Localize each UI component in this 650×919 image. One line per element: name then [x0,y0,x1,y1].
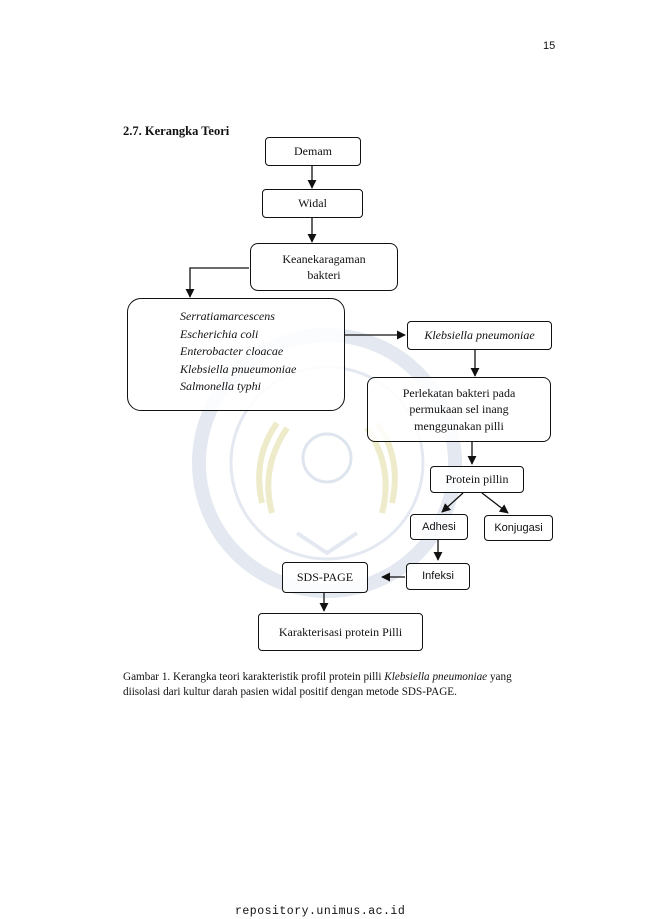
section-heading: 2.7. Kerangka Teori [123,124,230,138]
node-widal-label: Widal [298,196,327,211]
caption-text-end: yang diisolasi dari kultur darah pasien … [123,671,512,698]
node-bacteria-list: Serratiamarcescens Escherichia coli Ente… [127,298,345,411]
node-sds-page: SDS-PAGE [282,562,368,593]
arrow-protein-konjugasi [481,492,509,514]
bacteria-item: Klebsiella pnueumoniae [180,361,297,376]
bacteria-item: Enterobacter cloacae [180,344,284,359]
figure-caption: Gambar 1. Kerangka teori karakteristik p… [123,670,543,700]
bacteria-item: Salmonella typhi [180,379,261,394]
node-demam: Demam [265,137,361,166]
node-widal: Widal [262,189,363,218]
bacteria-item: Escherichia coli [180,326,259,341]
node-sds-page-label: SDS-PAGE [296,570,354,585]
node-perlekatan-label: Perlekatan bakteri pada permukaan sel in… [402,386,516,433]
node-konjugasi: Konjugasi [484,515,553,541]
node-konjugasi-label: Konjugasi [494,521,543,534]
node-perlekatan: Perlekatan bakteri pada permukaan sel in… [367,377,551,442]
node-klebsiella-label: Klebsiella pneumoniae [424,328,535,343]
node-adhesi-label: Adhesi [422,520,456,533]
node-adhesi: Adhesi [410,514,468,540]
node-keanekaragaman: Keanekaragaman bakteri [250,243,398,291]
node-klebsiella: Klebsiella pneumoniae [407,321,552,350]
node-karakterisasi-label: Karakterisasi protein Pilli [278,624,403,639]
arrow-keanekaragaman-list [185,267,249,298]
node-infeksi-label: Infeksi [422,570,454,583]
caption-species: Klebsiella pneumoniae [384,671,488,683]
node-keanekaragaman-label: Keanekaragaman bakteri [282,251,366,282]
page-number: 15 [543,40,556,52]
node-protein-pillin: Protein pillin [430,466,524,493]
node-protein-pillin-label: Protein pillin [445,472,509,487]
node-karakterisasi: Karakterisasi protein Pilli [258,613,423,651]
repository-footer: repository.unimus.ac.id [235,905,406,918]
bacteria-item: Serratiamarcescens [180,309,275,323]
caption-text: Gambar 1. Kerangka teori karakteristik p… [123,671,385,683]
node-demam-label: Demam [294,144,332,159]
arrow-protein-adhesi [441,492,464,513]
node-infeksi: Infeksi [406,563,470,590]
